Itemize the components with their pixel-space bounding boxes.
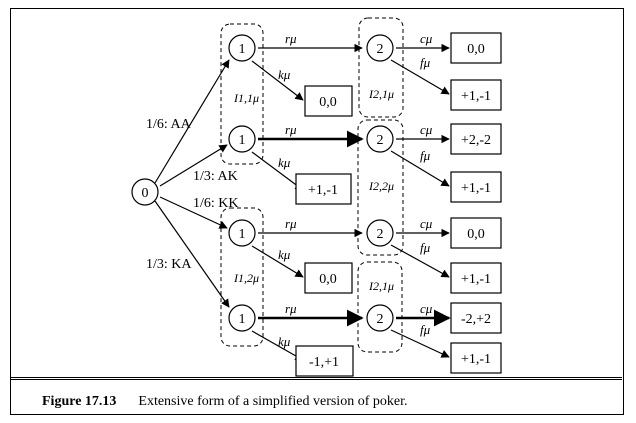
check-label: kμ [278, 67, 291, 82]
payoff-box [304, 85, 353, 117]
fold-label: fμ [420, 148, 431, 163]
fold-label: fμ [420, 322, 431, 337]
info-set-p1-lower [220, 207, 264, 347]
player2-node [366, 219, 394, 247]
raise-label: rμ [285, 122, 297, 137]
payoff-box [450, 262, 502, 294]
raise-label: rμ [285, 31, 297, 46]
edge-chance-kk [159, 196, 228, 229]
call-label: cμ [420, 122, 433, 137]
payoff-value: +1,-1 [308, 183, 338, 198]
payoff-value: 0,0 [467, 42, 485, 57]
edge-fold-1 [390, 59, 450, 95]
player1-node [228, 125, 256, 153]
payoff-value: -1,+1 [309, 355, 339, 370]
info-set-label: I1,1μ [233, 91, 259, 105]
player2-node [366, 34, 394, 62]
call-label: cμ [420, 31, 433, 46]
player2-node [366, 304, 394, 332]
figure-caption: Figure 17.13 Extensive form of a simplifi… [42, 394, 407, 410]
player2-node-label: 2 [377, 133, 384, 148]
edge-chance-ak [159, 144, 228, 187]
edge-fold-3 [390, 244, 450, 278]
payoff-box [304, 262, 353, 294]
payoff-box [450, 79, 502, 111]
payoff-box [450, 342, 502, 374]
edge-check-1 [251, 60, 304, 101]
chance-move-label: 1/3: AK [193, 169, 238, 184]
payoff-box [450, 171, 502, 203]
edge-fold-2 [390, 150, 450, 187]
player1-node-label: 1 [239, 133, 246, 148]
edge-chance-aa [154, 59, 230, 184]
edge-check-4 [251, 330, 304, 361]
check-label: kμ [278, 247, 291, 262]
call-label: cμ [420, 216, 433, 231]
fold-label: fμ [420, 240, 431, 255]
player1-node-label: 1 [239, 312, 246, 327]
info-set-label: I1,2μ [233, 271, 259, 285]
payoff-value: +1,-1 [461, 352, 491, 367]
edge-chance-ka [154, 200, 230, 308]
check-label: kμ [278, 334, 291, 349]
info-set-p2-top [358, 17, 404, 118]
player1-node [228, 219, 256, 247]
player2-node-label: 2 [377, 227, 384, 242]
call-label: cμ [420, 301, 433, 316]
payoff-value: +1,-1 [461, 89, 491, 104]
check-label: kμ [278, 155, 291, 170]
figure-caption-text: Extensive form of a simplified version o… [138, 394, 408, 409]
payoff-value: -2,+2 [461, 312, 491, 327]
payoff-box [450, 302, 502, 334]
payoff-box [450, 32, 502, 64]
payoff-value: 0,0 [467, 227, 485, 242]
payoff-value: 0,0 [319, 95, 337, 110]
player1-node-label: 1 [239, 42, 246, 57]
edge-check-3 [251, 245, 304, 278]
player1-node [228, 34, 256, 62]
chance-move-label: 1/6: AA [146, 117, 192, 132]
payoff-box [295, 173, 352, 205]
payoff-value: +2,-2 [461, 133, 491, 148]
player1-node [228, 304, 256, 332]
payoff-box [295, 345, 354, 377]
raise-label: rμ [285, 301, 297, 316]
payoff-value: +1,-1 [461, 272, 491, 287]
player2-node [366, 125, 394, 153]
edge-check-2 [251, 151, 304, 191]
chance-node [131, 178, 159, 206]
chance-node-label: 0 [142, 186, 149, 201]
info-set-p2-middle [357, 119, 404, 256]
info-set-p1-upper [220, 23, 264, 165]
info-set-label: I2,1μ [368, 87, 394, 101]
player1-node-label: 1 [239, 227, 246, 242]
info-set-label: I2,2μ [368, 179, 394, 193]
chance-move-label: 1/6: KK [193, 196, 239, 211]
payoff-box [450, 217, 502, 249]
chance-move-label: 1/3: KA [146, 257, 192, 272]
info-set-label: I2,1μ [368, 279, 394, 293]
payoff-value: 0,0 [319, 272, 337, 287]
player2-node-label: 2 [377, 312, 384, 327]
player2-node-label: 2 [377, 42, 384, 57]
figure-number: Figure 17.13 [42, 394, 117, 409]
edge-fold-4 [390, 329, 450, 358]
payoff-value: +1,-1 [461, 181, 491, 196]
payoff-box [450, 123, 502, 155]
fold-label: fμ [420, 55, 431, 70]
raise-label: rμ [285, 216, 297, 231]
caption-divider [10, 377, 622, 416]
